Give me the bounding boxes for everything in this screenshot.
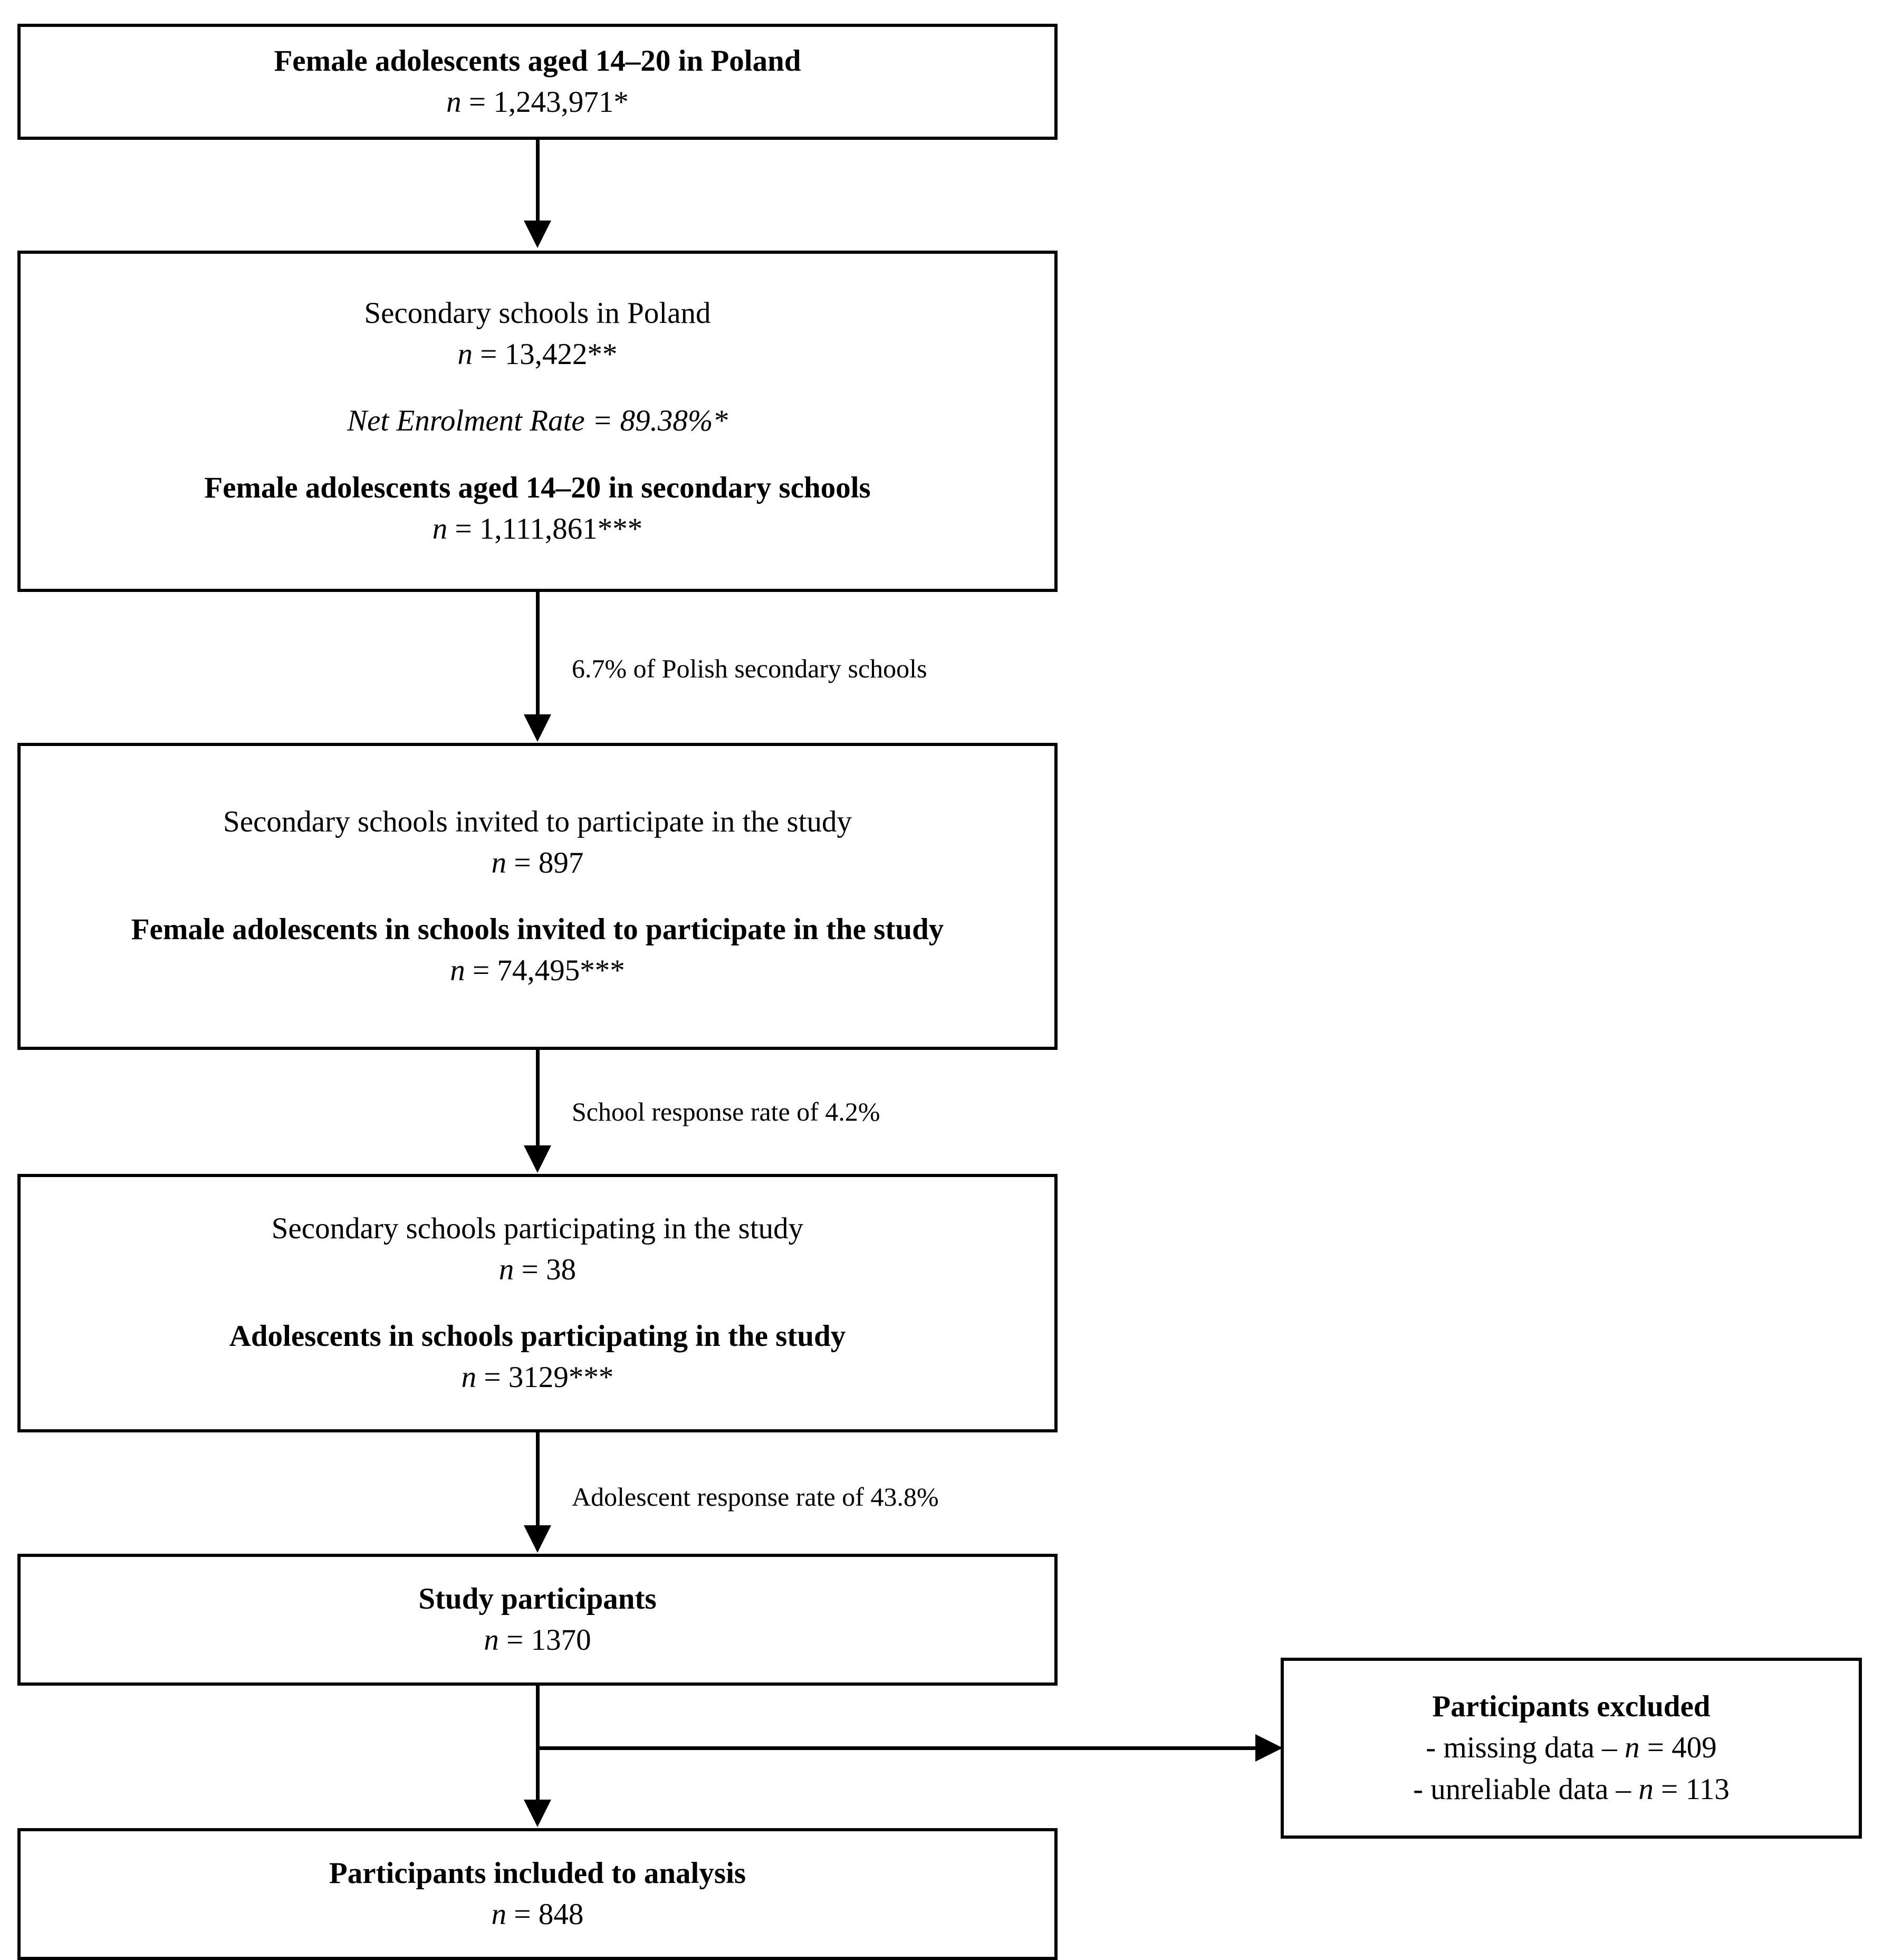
n-symbol: n [457,338,473,371]
node-participants-excluded-unreliable: - unreliable data – n = 113 [1294,1770,1848,1809]
node-population-count: n = 1,243,971* [39,83,1036,122]
node-schools-invited-title: Secondary schools invited to participate… [223,805,852,838]
unreliable-data-label: - unreliable data – [1413,1772,1639,1806]
n-value: = 74,495*** [465,954,625,988]
connector-1-line [536,140,540,222]
node-schools-invited: Secondary schools invited to participate… [17,743,1058,1050]
connector-5-arrowhead [524,1800,551,1827]
connector-2-arrowhead [524,714,551,742]
node-secondary-schools-subtitle: Female adolescents aged 14–20 in seconda… [204,471,871,504]
node-participants-included-title: Participants included to analysis [329,1856,746,1890]
node-participants-excluded-title: Participants excluded [1432,1690,1711,1724]
n-value: = 3129*** [476,1361,614,1394]
connector-4-arrowhead [524,1525,551,1553]
node-schools-invited-count: n = 897 [39,844,1036,883]
n-symbol: n [491,846,507,879]
node-participants-excluded-missing: - missing data – n = 409 [1294,1728,1848,1767]
connector-1-arrowhead [524,221,551,248]
n-value: = 13,422** [473,338,618,371]
n-symbol: n [461,1361,477,1394]
node-secondary-schools-count: n = 13,422** [39,335,1036,374]
n-value: = 1,243,971* [461,85,629,119]
edge-label-school-response-rate: School response rate of 4.2% [572,1097,880,1126]
node-schools-invited-subtitle: Female adolescents in schools invited to… [131,913,944,946]
node-participants-excluded: Participants excluded - missing data – n… [1281,1658,1862,1839]
node-population: Female adolescents aged 14–20 in Poland … [17,24,1058,140]
connector-exclusion-line [536,1746,1256,1750]
node-secondary-schools-subcount: n = 1,111,861*** [39,510,1036,549]
n-value: = 409 [1639,1731,1717,1765]
node-schools-participating-subcount: n = 3129*** [39,1358,1036,1397]
n-value: = 848 [506,1898,584,1931]
n-value: = 1,111,861*** [447,512,643,546]
node-secondary-schools: Secondary schools in Poland n = 13,422**… [17,251,1058,592]
node-participants-included-count: n = 848 [39,1895,1036,1934]
n-symbol: n [484,1623,499,1657]
node-schools-invited-subcount: n = 74,495*** [39,951,1036,990]
n-value: = 38 [514,1253,577,1286]
connector-2-line [536,592,540,715]
node-population-title: Female adolescents aged 14–20 in Poland [274,44,801,78]
n-symbol: n [498,1253,514,1286]
node-participants-included: Participants included to analysis n = 84… [17,1828,1058,1960]
n-symbol: n [1638,1772,1654,1806]
connector-5-line [536,1686,540,1801]
edge-label-adolescent-response-rate: Adolescent response rate of 43.8% [572,1482,939,1512]
node-secondary-schools-enrolment-rate: Net Enrolment Rate = 89.38%* [347,404,728,438]
node-schools-participating: Secondary schools participating in the s… [17,1174,1058,1432]
missing-data-label: - missing data – [1426,1731,1625,1765]
n-value: = 113 [1653,1772,1730,1806]
n-symbol: n [432,512,448,546]
connector-3-arrowhead [524,1145,551,1173]
node-schools-participating-title: Secondary schools participating in the s… [271,1211,804,1245]
connector-4-line [536,1432,540,1526]
n-symbol: n [491,1898,507,1931]
node-secondary-schools-title: Secondary schools in Poland [364,297,711,330]
n-symbol: n [446,85,462,119]
n-value: = 897 [506,846,584,879]
n-symbol: n [1625,1731,1640,1765]
n-symbol: n [450,954,465,988]
connector-3-line [536,1050,540,1146]
edge-label-school-share: 6.7% of Polish secondary schools [572,654,927,683]
node-schools-participating-subtitle: Adolescents in schools participating in … [229,1320,846,1353]
node-study-participants: Study participants n = 1370 [17,1554,1058,1686]
node-schools-participating-count: n = 38 [39,1250,1036,1289]
n-value: = 1370 [498,1623,591,1657]
connector-exclusion-arrowhead [1255,1734,1283,1762]
node-study-participants-count: n = 1370 [39,1621,1036,1660]
node-study-participants-title: Study participants [418,1582,657,1615]
